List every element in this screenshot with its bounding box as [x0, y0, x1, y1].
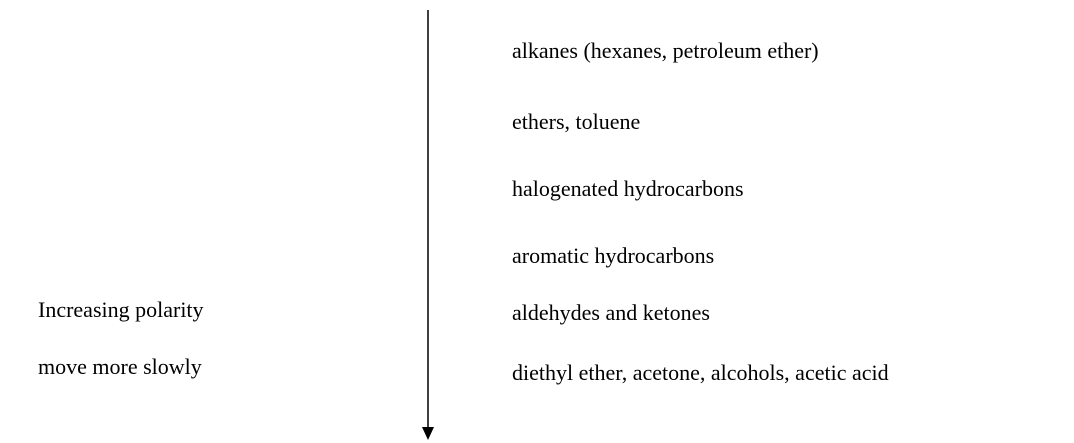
increasing-polarity-label: Increasing polarity [38, 297, 204, 322]
solvent-item-halogenated-hydrocarbons: halogenated hydrocarbons [512, 176, 744, 201]
solvent-item-polar-solvents: diethyl ether, acetone, alcohols, acetic… [512, 360, 889, 385]
arrow-head [422, 427, 434, 440]
solvent-item-alkanes: alkanes (hexanes, petroleum ether) [512, 38, 819, 63]
move-more-slowly-label: move more slowly [38, 354, 202, 379]
solvent-item-aldehydes-ketones: aldehydes and ketones [512, 300, 710, 325]
solvent-item-ethers-toluene: ethers, toluene [512, 109, 641, 134]
solvent-item-aromatic-hydrocarbons: aromatic hydrocarbons [512, 243, 715, 268]
down-arrow-icon [422, 10, 434, 440]
solvent-list: alkanes (hexanes, petroleum ether) ether… [512, 0, 1072, 443]
